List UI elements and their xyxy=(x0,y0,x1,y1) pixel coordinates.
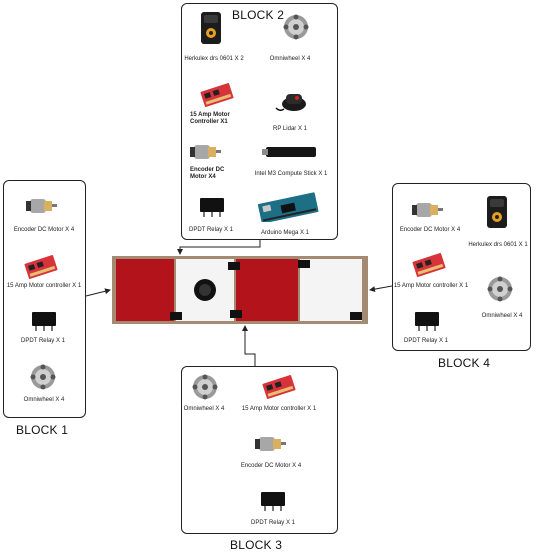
block4-label: BLOCK 4 xyxy=(438,356,491,370)
block2-herkulex-caption: Herkulex drs 0601 X 2 xyxy=(184,56,244,62)
relay-on-robot-icon xyxy=(350,312,362,320)
block3-relay-caption: DPDT Relay X 1 xyxy=(251,520,295,526)
relay-on-robot-icon xyxy=(170,312,182,320)
motor-controller-icon xyxy=(412,253,446,277)
block3-encoder-motor-caption: Encoder DC Motor X 4 xyxy=(240,463,302,469)
block3-label: BLOCK 3 xyxy=(230,538,283,552)
arrow-block4 xyxy=(369,285,393,293)
motor-controller-icon xyxy=(262,375,296,399)
block3-omniwheel-caption: Omniwheel X 4 xyxy=(183,406,225,412)
relay-on-robot-icon xyxy=(228,262,240,270)
encoder-motor-icon xyxy=(412,203,443,217)
relay-icon xyxy=(261,492,285,511)
omniwheel-icon xyxy=(487,276,513,302)
block2-arduino-caption: Arduino Mega X 1 xyxy=(260,230,310,236)
relay-on-robot-icon xyxy=(298,260,310,268)
omniwheel-icon xyxy=(30,364,56,390)
block1-omniwheel-caption: Omniwheel X 4 xyxy=(23,397,65,403)
lidar-icon xyxy=(275,94,306,112)
relay-icon xyxy=(415,312,439,331)
block2-relay-caption: DPDT Relay X 1 xyxy=(189,227,233,233)
arrow-block2 xyxy=(177,238,261,255)
block3-motor-controller-caption: 15 Amp Motor controller X 1 xyxy=(241,406,317,412)
block1-relay-caption: DPDT Relay X 1 xyxy=(21,338,65,344)
arrow-block3 xyxy=(242,325,256,366)
block2-motor-controller-caption: 15 Amp Motor Controller X1 xyxy=(190,112,230,125)
motor-controller-icon xyxy=(200,83,234,107)
block4-herkulex-caption: Herkulex drs 0601 X 1 xyxy=(468,242,528,248)
encoder-motor-icon xyxy=(255,437,286,451)
arrow-block1 xyxy=(85,288,111,297)
relay-icon xyxy=(200,198,224,217)
omniwheel-icon xyxy=(192,374,218,400)
motor-controller-icon xyxy=(24,255,58,279)
block2-encoder-motor-caption: Encoder DC Motor X4 xyxy=(190,167,225,180)
block4-omniwheel-caption: Omniwheel X 4 xyxy=(481,313,523,319)
block1-motor-controller-caption: 15 Amp Motor controller X 1 xyxy=(6,283,82,289)
encoder-motor-icon xyxy=(26,199,57,213)
block1-label: BLOCK 1 xyxy=(16,423,69,437)
herkulex-servo-icon xyxy=(487,196,507,228)
block1-encoder-motor-caption: Encoder DC Motor X 4 xyxy=(13,227,75,233)
block4-relay-caption: DPDT Relay X 1 xyxy=(404,338,448,344)
robot-modules-photo xyxy=(112,256,368,324)
block2-lidar-caption: RP Lidar X 1 xyxy=(273,126,307,132)
white-module-2 xyxy=(300,259,362,321)
relay-on-robot-icon xyxy=(230,310,242,318)
block2-label: BLOCK 2 xyxy=(232,8,285,22)
compute-stick-icon xyxy=(262,147,316,157)
block4-motor-controller-caption: 15 Amp Motor controller X 1 xyxy=(393,283,469,289)
herkulex-servo-icon xyxy=(201,12,221,44)
block2-compute-stick-caption: Intel M3 Compute Stick X 1 xyxy=(254,171,328,177)
lidar-on-robot-icon xyxy=(194,279,216,301)
red-module-2 xyxy=(236,259,298,321)
encoder-motor-icon xyxy=(190,145,221,159)
omniwheel-icon xyxy=(283,14,309,40)
block4-encoder-motor-caption: Encoder DC Motor X 4 xyxy=(399,227,461,233)
relay-icon xyxy=(32,312,56,331)
arduino-icon xyxy=(257,192,319,222)
block2-omniwheel-caption: Omniwheel X 4 xyxy=(269,56,311,62)
red-module-1 xyxy=(116,259,174,321)
